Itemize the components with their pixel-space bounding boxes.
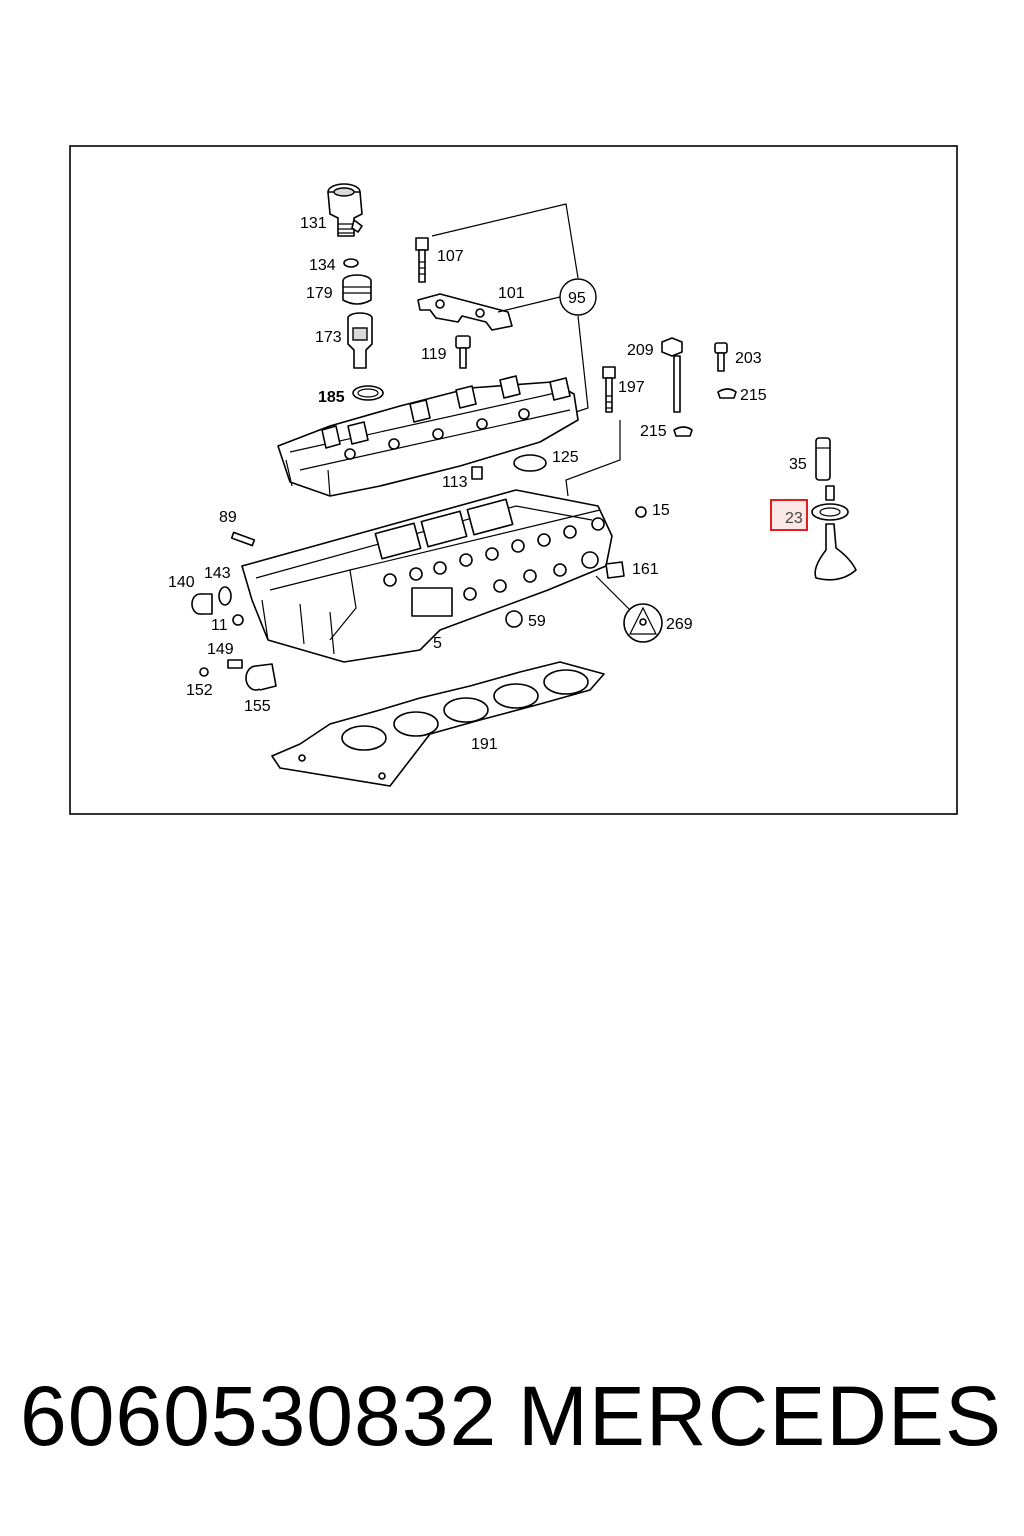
callout-134[interactable]: 134	[309, 257, 336, 274]
part-215b-drawing	[673, 426, 693, 437]
part-209-drawing	[661, 337, 683, 413]
part-35-drawing	[815, 437, 831, 481]
callout-59[interactable]: 59	[528, 613, 546, 630]
callout-209[interactable]: 209	[627, 342, 654, 359]
part-203-drawing	[714, 342, 728, 372]
callout-161[interactable]: 161	[632, 561, 659, 578]
footer: 6060530832 MERCEDES	[0, 1370, 1024, 1470]
part-197-drawing	[602, 366, 616, 413]
cylinder-head-drawing	[241, 489, 613, 663]
part-113-drawing	[471, 466, 483, 480]
part-185-drawing	[352, 385, 384, 401]
camshaft-housing-drawing	[277, 375, 579, 497]
callout-5[interactable]: 5	[433, 635, 442, 652]
part-143-drawing	[218, 586, 232, 606]
callout-269[interactable]: 269	[666, 616, 693, 633]
callout-203[interactable]: 203	[735, 350, 762, 367]
part-59-drawing	[505, 610, 523, 628]
callout-89[interactable]: 89	[219, 509, 237, 526]
part-191-drawing	[271, 661, 605, 787]
callout-95[interactable]: 95	[568, 290, 586, 307]
part-149-drawing	[227, 659, 243, 669]
callout-191[interactable]: 191	[471, 736, 498, 753]
callout-215b[interactable]: 215	[640, 423, 667, 440]
part-269-drawing	[595, 575, 663, 643]
diagram-frame	[69, 145, 958, 815]
part-161-drawing	[605, 561, 625, 579]
part-152-drawing	[199, 667, 209, 677]
callout-155[interactable]: 155	[244, 698, 271, 715]
callout-35[interactable]: 35	[789, 456, 807, 473]
highlight-box-23	[770, 499, 808, 531]
callout-125[interactable]: 125	[552, 449, 579, 466]
part-155-drawing	[245, 663, 277, 691]
callout-107[interactable]: 107	[437, 248, 464, 265]
callout-143[interactable]: 143	[204, 565, 231, 582]
callout-185[interactable]: 185	[318, 389, 345, 406]
callout-113[interactable]: 113	[442, 474, 468, 491]
part-173-drawing	[347, 312, 373, 369]
part-15-drawing	[635, 506, 647, 518]
part-23-drawing	[811, 485, 857, 581]
part-119-drawing	[455, 335, 471, 369]
callout-215a[interactable]: 215	[740, 387, 767, 404]
part-11-drawing	[232, 614, 244, 626]
callout-179[interactable]: 179	[306, 285, 333, 302]
part-140-drawing	[191, 593, 213, 615]
part-107-drawing	[415, 237, 429, 283]
callout-152[interactable]: 152	[186, 682, 213, 699]
part-134-drawing	[343, 258, 359, 268]
group-95-bracket	[431, 203, 597, 413]
callout-149[interactable]: 149	[207, 641, 234, 658]
brand-name: MERCEDES	[517, 1369, 1002, 1463]
callout-11[interactable]: 11	[211, 617, 228, 634]
part-number: 6060530832	[20, 1369, 498, 1463]
part-125-drawing	[513, 454, 547, 472]
parts-diagram: 131 134 179 173 185 107 101 95 119 209 2…	[69, 145, 958, 815]
callout-23[interactable]: 23	[785, 510, 803, 527]
part-89-drawing	[230, 531, 256, 547]
callout-173[interactable]: 173	[315, 329, 342, 346]
leader-line	[565, 420, 621, 497]
part-131-drawing	[327, 183, 363, 237]
part-101-drawing	[417, 293, 513, 331]
callout-197[interactable]: 197	[618, 379, 645, 396]
callout-101[interactable]: 101	[498, 285, 525, 302]
part-215a-drawing	[717, 388, 737, 399]
callout-15[interactable]: 15	[652, 502, 670, 519]
callout-119[interactable]: 119	[421, 346, 447, 363]
callout-131[interactable]: 131	[300, 215, 327, 232]
callout-140[interactable]: 140	[168, 574, 195, 591]
part-179-drawing	[342, 274, 372, 305]
